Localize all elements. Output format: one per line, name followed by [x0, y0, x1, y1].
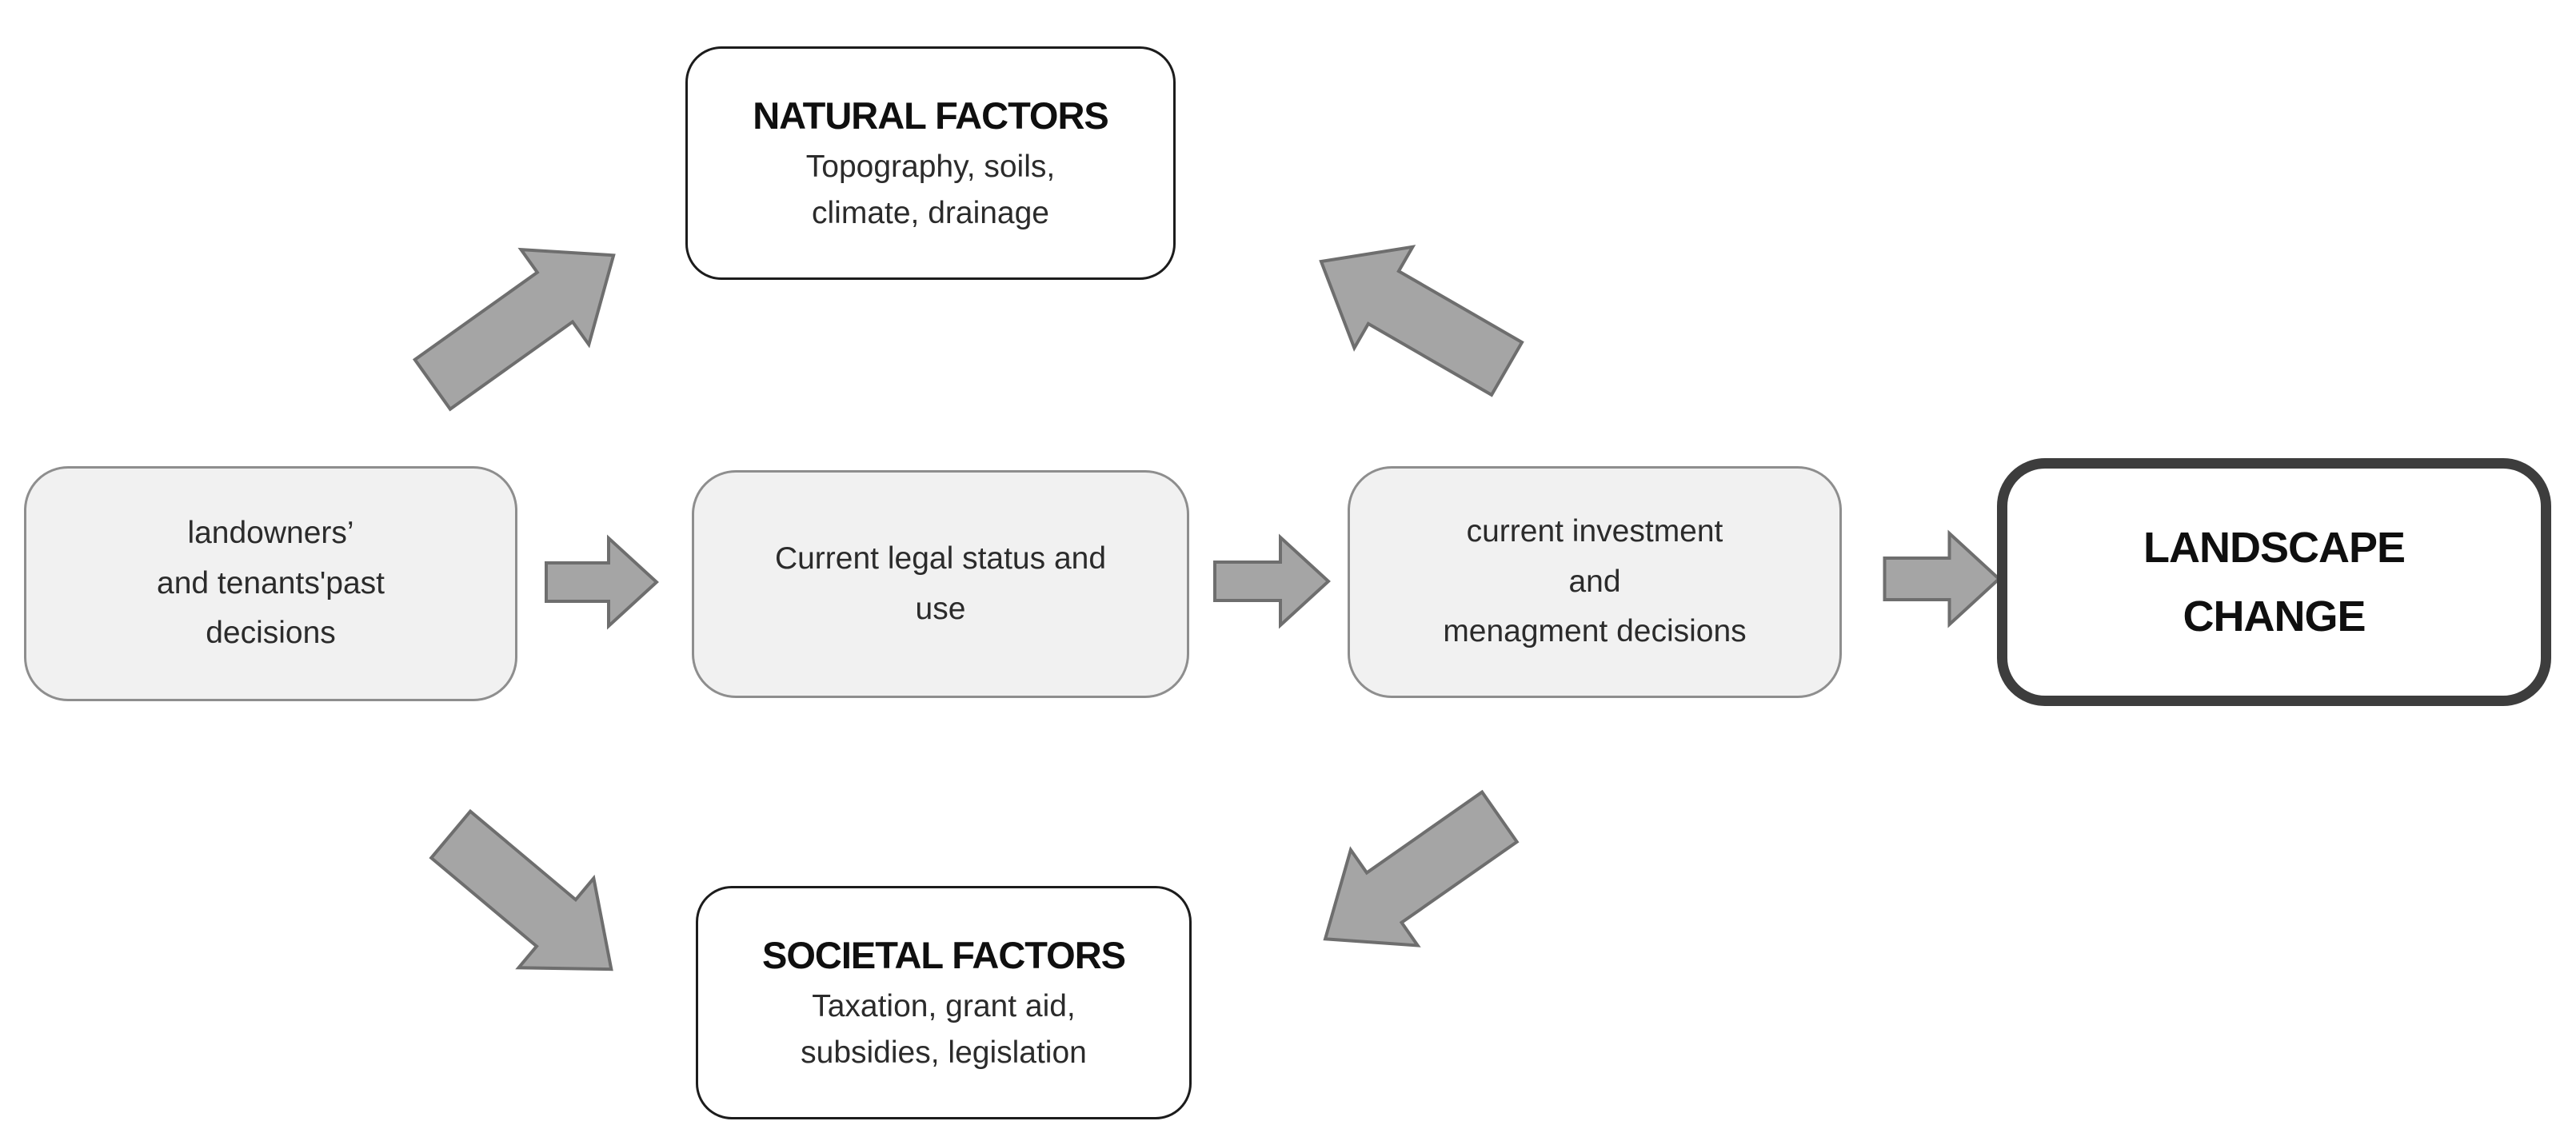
node-line: Current legal status and [774, 541, 1107, 576]
arrow-landowners-to-legal [545, 534, 659, 630]
node-landscape-change: LANDSCAPE CHANGE [1997, 458, 2551, 706]
node-line: use [915, 591, 966, 626]
node-line: and [1568, 564, 1621, 599]
node-line: current investment [1466, 514, 1723, 549]
node-line: menagment decisions [1443, 614, 1747, 649]
arrow-investment-to-landscape [1883, 529, 2002, 628]
node-natural-factors: NATURAL FACTORS Topography, soils, clima… [685, 46, 1176, 280]
node-current-investment-decisions: current investment and menagment decisio… [1348, 466, 1842, 698]
node-line: LANDSCAPE [2143, 523, 2406, 572]
node-line: climate, drainage [812, 196, 1049, 231]
node-line: subsidies, legislation [801, 1035, 1087, 1071]
node-line: CHANGE [2183, 592, 2366, 640]
node-line: decisions [206, 616, 336, 651]
node-societal-factors: SOCIETAL FACTORS Taxation, grant aid, su… [696, 886, 1192, 1119]
arrow-legal-to-investment [1213, 533, 1331, 629]
node-line: and tenants'past [157, 565, 385, 600]
arrow-landowners-to-natural [412, 247, 616, 412]
arrow-landowners-to-societal [429, 808, 613, 971]
arrow-investment-to-natural [1319, 245, 1524, 397]
node-line: Topography, soils, [805, 149, 1056, 184]
node-title: SOCIETAL FACTORS [761, 934, 1126, 977]
arrow-investment-to-societal [1323, 789, 1520, 948]
node-current-legal-status: Current legal status and use [692, 470, 1189, 698]
node-title: NATURAL FACTORS [753, 94, 1109, 138]
node-line: landowners’ [187, 516, 354, 551]
node-line: Taxation, grant aid, [812, 988, 1076, 1023]
node-landowners-past-decisions: landowners’ and tenants'past decisions [24, 466, 517, 701]
